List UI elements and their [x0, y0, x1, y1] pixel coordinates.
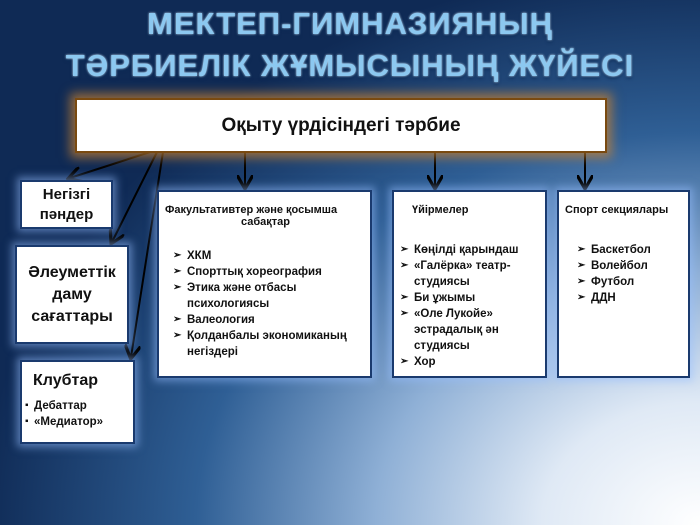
list-item: «Галёрка» театр-студиясы — [400, 258, 541, 290]
arrow-core-subjects — [70, 151, 151, 178]
title-line-1: МЕКТЕП-ГИМНАЗИЯНЫҢ — [147, 6, 553, 41]
main-box: Оқыту үрдісіндегі тәрбие — [75, 98, 607, 153]
list-item: Волейбол — [577, 258, 684, 274]
core-subjects-line1: Негізгі — [42, 185, 91, 203]
list-item: «Оле Лукойе» эстрадалық ән студиясы — [400, 306, 541, 354]
list-item: Хор — [400, 354, 541, 370]
list-item: Футбол — [577, 274, 684, 290]
list-item: «Медиатор» — [25, 414, 133, 430]
social-hours-line1: Әлеуметтік — [28, 263, 116, 281]
list-item: Қолданбалы экономиканың негіздері — [173, 328, 366, 360]
list-item: Би ұжымы — [400, 290, 541, 306]
list-item: Көңілді қарындаш — [400, 242, 541, 258]
list-item: Дебаттар — [25, 398, 133, 414]
social-hours-line3: сағаттары — [31, 307, 113, 325]
electives-title-line1: Факультативтер және қосымша — [165, 204, 338, 216]
social-hours-line2: даму — [52, 285, 92, 303]
core-subjects-box: Негізгі пәндер — [20, 180, 113, 229]
list-item: Баскетбол — [577, 242, 684, 258]
clubs-box: Клубтар Дебаттар «Медиатор» — [20, 360, 135, 444]
list-item: Валеология — [173, 312, 366, 328]
electives-title-line2: сабақтар — [240, 216, 290, 228]
clubs-title: Клубтар — [33, 372, 99, 389]
social-hours-box: Әлеуметтік даму сағаттары — [15, 245, 129, 344]
list-item: ДДН — [577, 290, 684, 306]
list-item: Этика және отбасы психологиясы — [173, 280, 366, 312]
electives-box: Факультативтер және қосымша сабақтар ХКМ… — [157, 190, 372, 378]
sports-box: Спорт секциялары Баскетбол Волейбол Футб… — [557, 190, 690, 378]
circles-box: Үйірмелер Көңілді қарындаш «Галёрка» теа… — [392, 190, 547, 378]
title-line-2: ТӘРБИЕЛІК ЖҰМЫСЫНЫҢ ЖҮЙЕСІ — [65, 48, 635, 83]
circles-title: Үйірмелер — [412, 204, 469, 216]
list-item: ХКМ — [173, 248, 366, 264]
arrow-social-hours — [112, 151, 158, 242]
core-subjects-line2: пәндер — [39, 205, 94, 223]
sports-title: Спорт секциялары — [565, 204, 669, 216]
arrow-clubs — [131, 151, 164, 357]
list-item: Спорттық хореография — [173, 264, 366, 280]
